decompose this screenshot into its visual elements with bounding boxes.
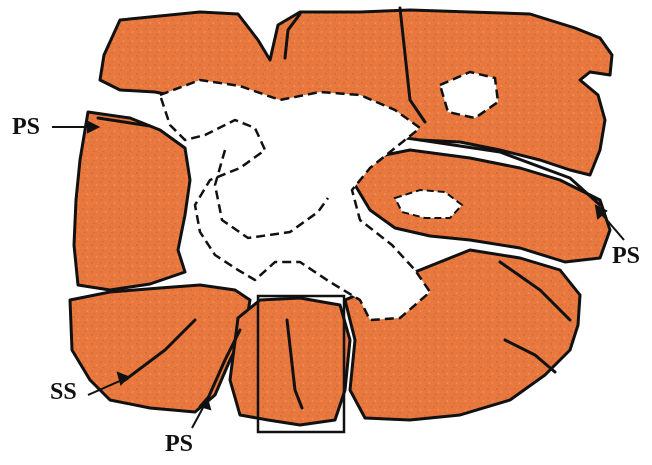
ps-left-upper-label: PS [12, 115, 40, 139]
ps-right-label: PS [612, 244, 640, 268]
lower-left-cortex-region [70, 285, 250, 412]
ps-bottom-label: PS [165, 432, 193, 456]
bottom-center-gyri-region [230, 298, 350, 425]
ss-left-lower-label: SS [50, 380, 77, 404]
left-middle-cortex-region [74, 112, 190, 290]
